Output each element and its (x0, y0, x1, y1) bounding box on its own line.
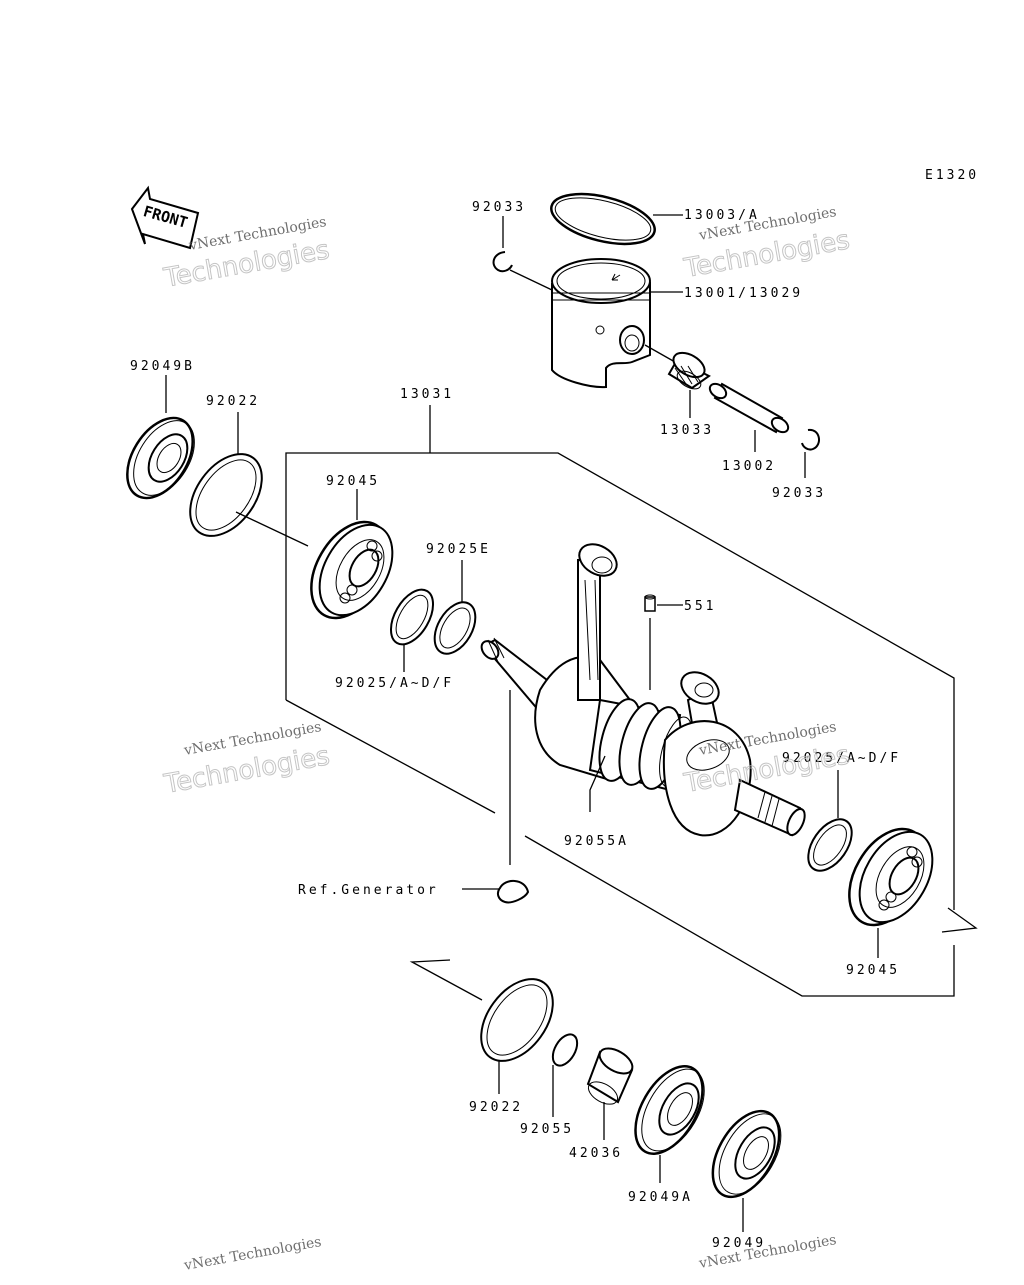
needle-bearing (667, 351, 711, 390)
label-92055a: 92055A (564, 834, 629, 849)
washer-92025-right (807, 818, 853, 872)
watermark-text: vNext Technologies (182, 1234, 323, 1274)
label-42036: 42036 (569, 1146, 623, 1161)
washer-92025-left (389, 588, 435, 646)
label-92025e: 92025E (426, 542, 491, 557)
oil-seal-92049b (126, 416, 195, 500)
label-92033-bottom: 92033 (772, 486, 826, 501)
label-92022-bottom: 92022 (469, 1100, 523, 1115)
circlip-bottom-icon (801, 428, 820, 451)
label-13031: 13031 (400, 387, 454, 402)
piston-pin (708, 382, 790, 434)
label-551: 551 (684, 599, 716, 614)
label-13001-13029: 13001/13029 (684, 286, 803, 301)
label-92045-right: 92045 (846, 963, 900, 978)
diagram-code: E1320 (925, 168, 979, 183)
label-13002: 13002 (722, 459, 776, 474)
label-13003a: 13003/A (684, 208, 760, 223)
washer-92025e (433, 601, 477, 655)
label-92022-left: 92022 (206, 394, 260, 409)
piston (551, 258, 651, 389)
ball-bearing-92045-right (848, 827, 934, 927)
oil-seal-92049a (634, 1065, 705, 1155)
label-92049: 92049 (712, 1236, 766, 1251)
circlip-top-icon (492, 251, 513, 273)
woodruff-key (496, 880, 530, 904)
label-92033-top: 92033 (472, 200, 526, 215)
shim-92022-bottom (480, 978, 554, 1062)
piston-ring (550, 192, 656, 246)
label-92055: 92055 (520, 1122, 574, 1137)
ring-92055 (551, 1033, 579, 1067)
label-92025-right: 92025/A~D/F (782, 751, 901, 766)
collar-42036 (586, 1047, 634, 1105)
label-92045-left: 92045 (326, 474, 380, 489)
ball-bearing-92045-left (310, 520, 394, 620)
oil-seal-92049 (711, 1109, 782, 1199)
label-92049a: 92049A (628, 1190, 693, 1205)
label-13033: 13033 (660, 423, 714, 438)
label-92049b: 92049B (130, 359, 195, 374)
label-ref-generator: Ref.Generator (298, 883, 439, 898)
pin-551 (644, 594, 656, 612)
crankshaft (480, 543, 806, 837)
label-92025-left: 92025/A~D/F (335, 676, 454, 691)
